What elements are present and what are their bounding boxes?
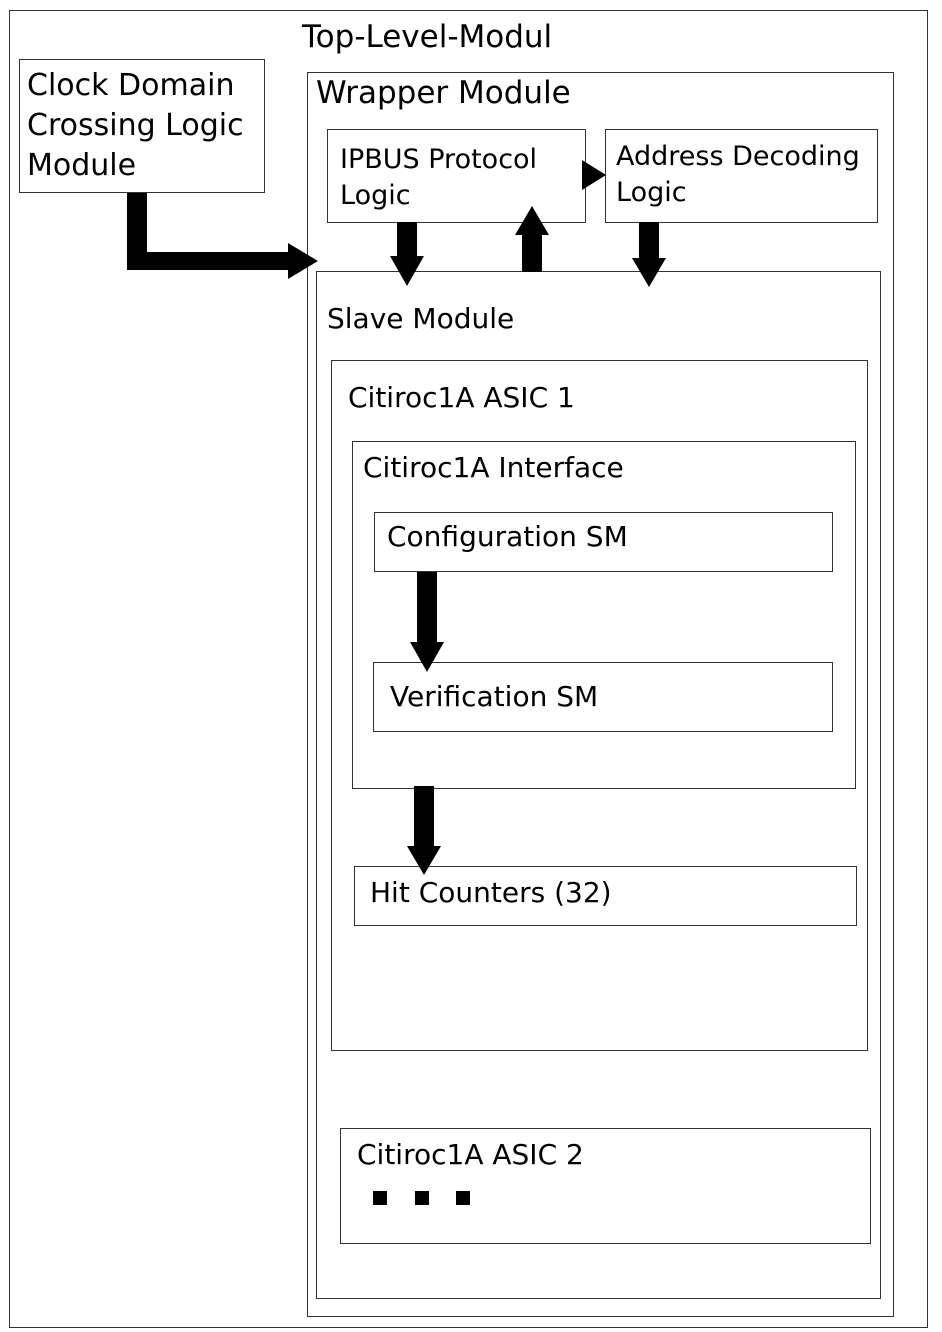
ipbus-protocol-label: IPBUS Protocol Logic xyxy=(340,144,538,211)
ellipsis-dot xyxy=(373,1191,387,1205)
configuration-sm-label: Configuration SM xyxy=(387,520,628,553)
address-decoding-label: Address Decoding Logic xyxy=(616,141,860,208)
address-decoding-logic xyxy=(605,129,878,223)
ellipsis-dot xyxy=(456,1191,470,1205)
asic2-block xyxy=(340,1128,871,1244)
verification-sm xyxy=(373,662,833,732)
wrapper-module-title: Wrapper Module xyxy=(316,75,571,111)
slave-module-title: Slave Module xyxy=(327,302,515,335)
top-level-title: Top-Level-Modul xyxy=(302,19,553,55)
hit-counters-label: Hit Counters (32) xyxy=(370,876,612,909)
asic1-interface-title: Citiroc1A Interface xyxy=(363,451,624,484)
asic1-interface xyxy=(352,441,856,789)
verification-sm-label: Verification SM xyxy=(390,680,599,713)
hit-counters xyxy=(354,866,857,926)
ellipsis-dot xyxy=(415,1191,429,1205)
clock-domain-crossing-label: Clock Domain Crossing Logic Module xyxy=(27,68,244,183)
asic2-title: Citiroc1A ASIC 2 xyxy=(357,1138,584,1171)
asic1-title: Citiroc1A ASIC 1 xyxy=(348,381,575,414)
clock-domain-crossing-module xyxy=(19,59,265,193)
configuration-sm xyxy=(374,512,833,572)
